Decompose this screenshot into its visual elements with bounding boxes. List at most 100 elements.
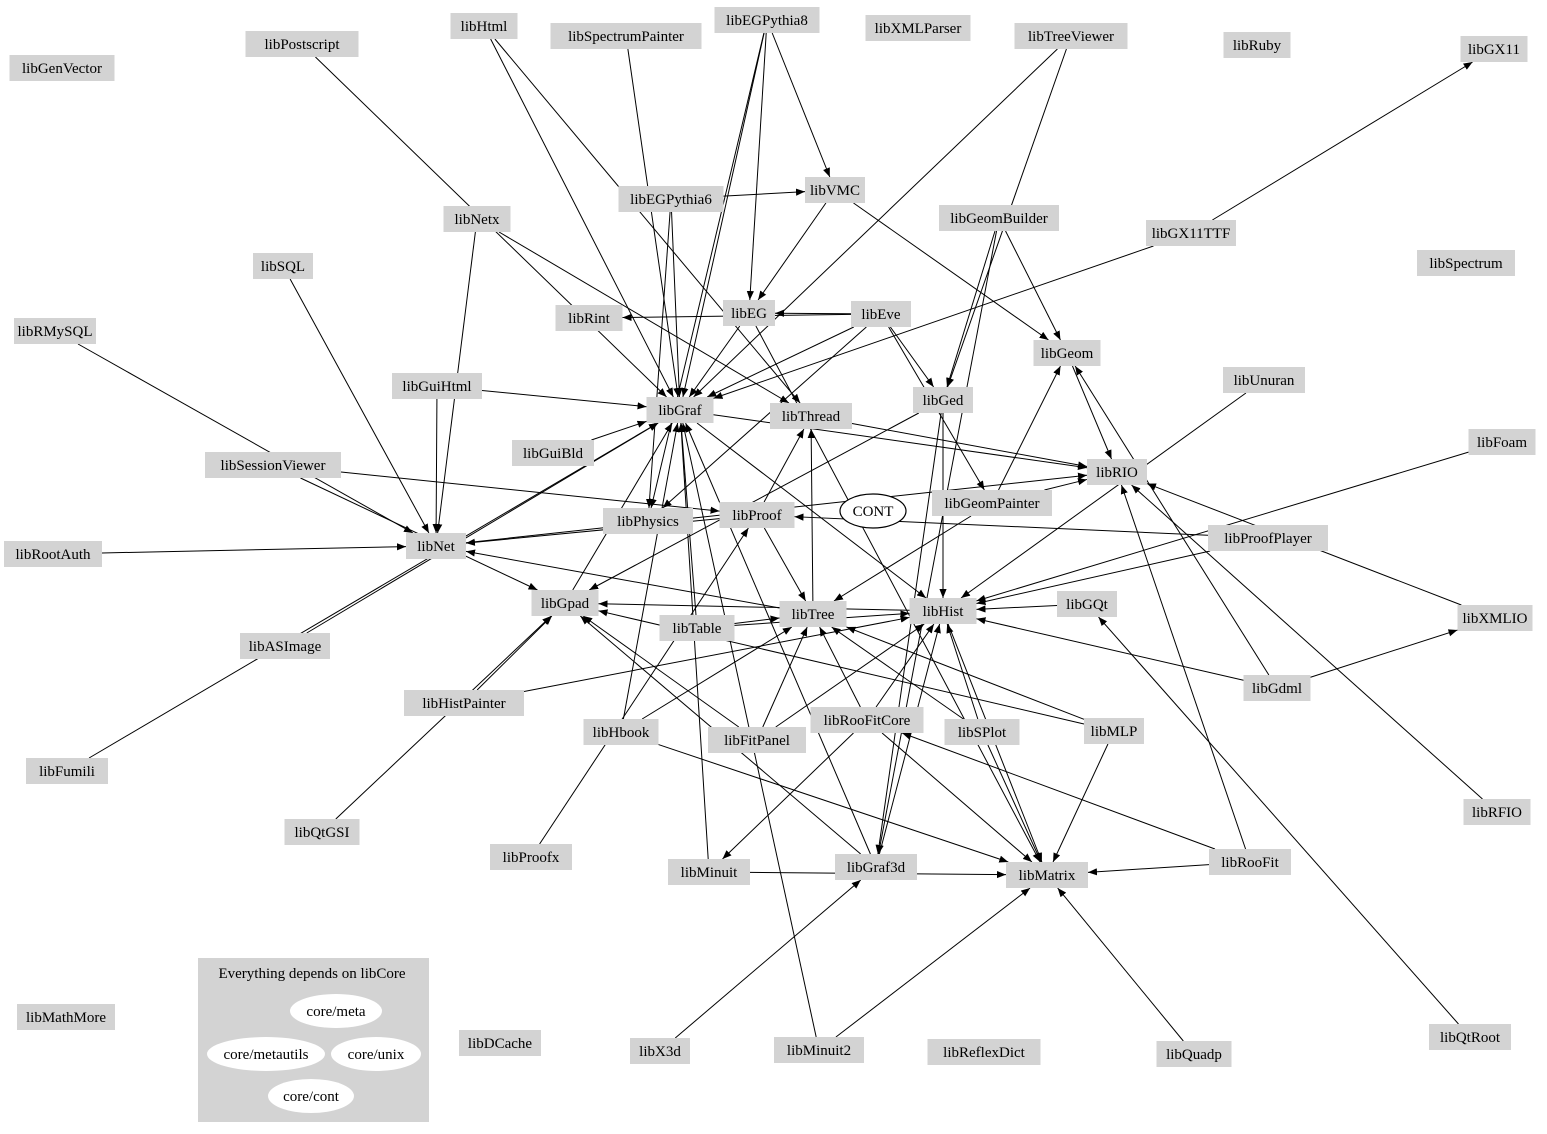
edge-lib-thread-to-lib-rio: [851, 423, 1088, 469]
node-lib-gui-html: libGuiHtml: [392, 373, 482, 399]
node-lib-x3d: libX3d: [630, 1038, 690, 1064]
edge-lib-tree-to-lib-net: [465, 549, 780, 609]
edge-lib-gdml-to-lib-hist: [976, 617, 1244, 681]
node-label: libRIO: [1096, 465, 1138, 481]
node-box: [1429, 1024, 1511, 1050]
node-box: [774, 1037, 864, 1063]
node-box: [603, 508, 693, 534]
edge-lib-hist-painter-to-lib-gpad: [476, 615, 553, 691]
node-lib-html: libHtml: [450, 13, 518, 39]
node-lib-proof-player: libProofPlayer: [1208, 525, 1328, 551]
node-lib-unuran: libUnuran: [1223, 367, 1305, 393]
node-lib-gqt: libGQt: [1057, 591, 1117, 617]
node-box: [1084, 718, 1144, 744]
edge-lib-unuran-to-lib-hist: [960, 392, 1247, 599]
node-lib-ged: libGed: [913, 387, 973, 413]
node-lib-graf: libGraf: [646, 397, 714, 423]
node-lib-reflex-dict: libReflexDict: [927, 1039, 1041, 1065]
node-lib-tree-viewer: libTreeViewer: [1014, 23, 1128, 49]
edge-lib-gui-bld-to-lib-graf: [591, 420, 647, 441]
node-box: [1463, 799, 1531, 825]
node-label: libGraf: [658, 403, 701, 419]
node-lib-asimage: libASImage: [240, 633, 330, 659]
edge-lib-proof-player-to-lib-hist: [976, 550, 1211, 606]
node-label: libGX11: [1468, 42, 1520, 58]
edge-lib-gpad-to-lib-graf: [572, 422, 673, 591]
node-lib-session-viewer: libSessionViewer: [205, 452, 341, 478]
node-label: libRint: [568, 311, 611, 327]
edge-lib-vmc-to-lib-geom: [853, 202, 1049, 341]
node-lib-postscript: libPostscript: [245, 31, 359, 57]
node-box: [851, 301, 911, 327]
node-label: libEG: [731, 306, 767, 322]
node-box: [17, 1004, 115, 1030]
node-label: libGdml: [1252, 681, 1302, 697]
node-label: libGenVector: [22, 61, 102, 77]
node-label: libReflexDict: [943, 1045, 1025, 1061]
edge-lib-eve-to-lib-graf: [707, 326, 854, 398]
node-lib-gen-vector: libGenVector: [9, 55, 115, 81]
node-lib-gpad: libGpad: [531, 590, 599, 616]
node-label: libRootAuth: [15, 547, 91, 563]
node-lib-geom: libGeom: [1033, 340, 1101, 366]
node-box: [443, 206, 511, 232]
node-box: [1014, 23, 1128, 49]
node-lib-egpythia8: libEGPythia8: [714, 7, 820, 33]
node-label: libGX11TTF: [1152, 226, 1231, 242]
node-label: libPostscript: [264, 37, 340, 53]
node-lib-qt-gsi: libQtGSI: [284, 819, 360, 845]
node-label: libQuadp: [1166, 1047, 1222, 1063]
node-lib-spectrum: libSpectrum: [1417, 250, 1515, 276]
node-box: [1033, 340, 1101, 366]
node-lib-roo-fit: libRooFit: [1209, 849, 1291, 875]
node-box: [1223, 32, 1291, 58]
node-box: [9, 55, 115, 81]
edge-lib-fit-panel-to-lib-gpad: [582, 615, 740, 728]
node-lib-rint: libRint: [555, 305, 623, 331]
edge-lib-egpythia8-to-lib-eg: [746, 32, 767, 301]
edge-lib-geom-builder-to-lib-ged: [946, 230, 996, 388]
edge-lib-geom-to-lib-rio: [1072, 365, 1112, 460]
edge-lib-roo-fit-to-lib-roo-fit-core: [901, 732, 1216, 850]
edge-lib-ged-to-lib-gpad: [588, 412, 920, 591]
node-label: libGeomBuilder: [950, 211, 1048, 227]
node-label: libSPlot: [958, 725, 1007, 741]
node-label: libHbook: [593, 725, 650, 741]
node-label: libGpad: [541, 596, 590, 612]
edge-lib-splot-to-lib-hist: [946, 623, 979, 720]
node-label: libEGPythia8: [726, 13, 808, 29]
node-box: [1006, 862, 1088, 888]
node-lib-math-more: libMathMore: [17, 1004, 115, 1030]
node-box: [932, 490, 1052, 516]
node-lib-table: libTable: [659, 615, 735, 641]
node-box: [406, 533, 466, 559]
node-label: libGed: [923, 393, 964, 409]
node-box: [646, 397, 714, 423]
node-box: [1460, 36, 1528, 62]
node-box: [512, 440, 594, 466]
node-box: [913, 387, 973, 413]
node-box: [779, 601, 847, 627]
node-label: libRFIO: [1472, 805, 1522, 821]
node-box: [1057, 591, 1117, 617]
node-lib-dcache: libDCache: [459, 1030, 541, 1056]
node-box: [805, 177, 865, 203]
node-box: [723, 300, 775, 326]
node-lib-foam: libFoam: [1468, 429, 1536, 455]
node-lib-physics: libPhysics: [603, 508, 693, 534]
edge-lib-egpythia6-to-lib-vmc: [723, 188, 806, 197]
node-lib-hbook: libHbook: [583, 719, 659, 745]
node-label: libProofx: [503, 850, 560, 866]
edge-lib-splot-to-lib-tree: [831, 626, 964, 720]
node-label: libSpectrum: [1429, 256, 1503, 272]
node-box: [810, 707, 924, 733]
node-lib-rio: libRIO: [1087, 459, 1147, 485]
node-box: [550, 23, 702, 49]
node-box: [1087, 459, 1147, 485]
node-label: libGuiHtml: [402, 379, 471, 395]
node-lib-xmlio: libXMLIO: [1457, 605, 1533, 631]
node-box: [1156, 1041, 1232, 1067]
node-label: libMathMore: [26, 1010, 106, 1026]
legend-item-core-cont: core/cont: [283, 1089, 340, 1105]
node-label: libASImage: [249, 639, 322, 655]
